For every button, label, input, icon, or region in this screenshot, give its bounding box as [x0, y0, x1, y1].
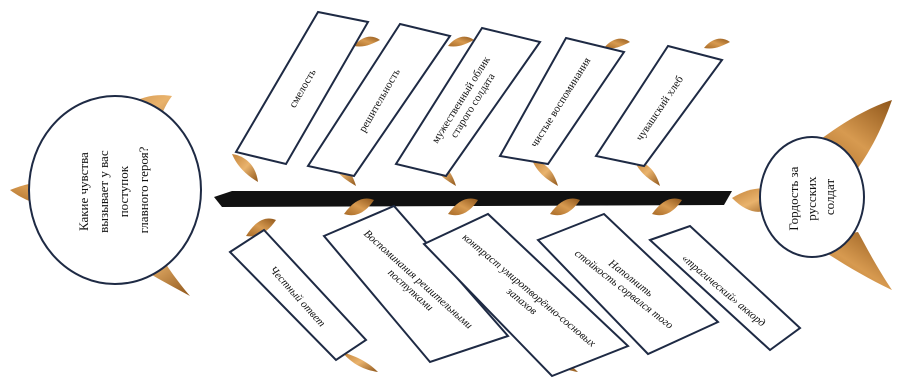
head-question-line-4: главного героя? — [136, 146, 151, 233]
head-question-line-3: поступок — [116, 165, 131, 217]
top-bone-card-5: чувашский хлеб — [594, 44, 724, 168]
tail-answer-line-3: солдат — [822, 179, 837, 216]
tail-answer-line-2: русских — [804, 176, 819, 221]
tail-oval: Гордость за русских солдат — [759, 136, 865, 258]
svg-text:Гордость за русских: Гордость за русских солдат — [786, 163, 837, 230]
top-bones: смелость решительность мужественный обли… — [234, 10, 724, 178]
top-bone-card-3: мужественный облик старого солдата — [394, 26, 542, 178]
bottom-bones: Честный ответ Воспоминания решительными … — [228, 204, 802, 378]
head-question-line-1: Какие чувства — [76, 152, 91, 231]
bottom-bone-card-4: Наполнить стойкость сорвался того — [536, 212, 720, 356]
top-bone-card-2: решительность — [306, 22, 452, 178]
tail-answer-line-1: Гордость за — [786, 166, 801, 230]
head-question-line-2: вызывает у вас — [96, 150, 111, 233]
head-oval: Какие чувства вызывает у вас поступок гл… — [28, 95, 202, 285]
svg-text:Какие чувства вызывает у: Какие чувства вызывает у вас поступок гл… — [76, 146, 151, 233]
top-bone-card-1: смелость — [234, 10, 370, 166]
